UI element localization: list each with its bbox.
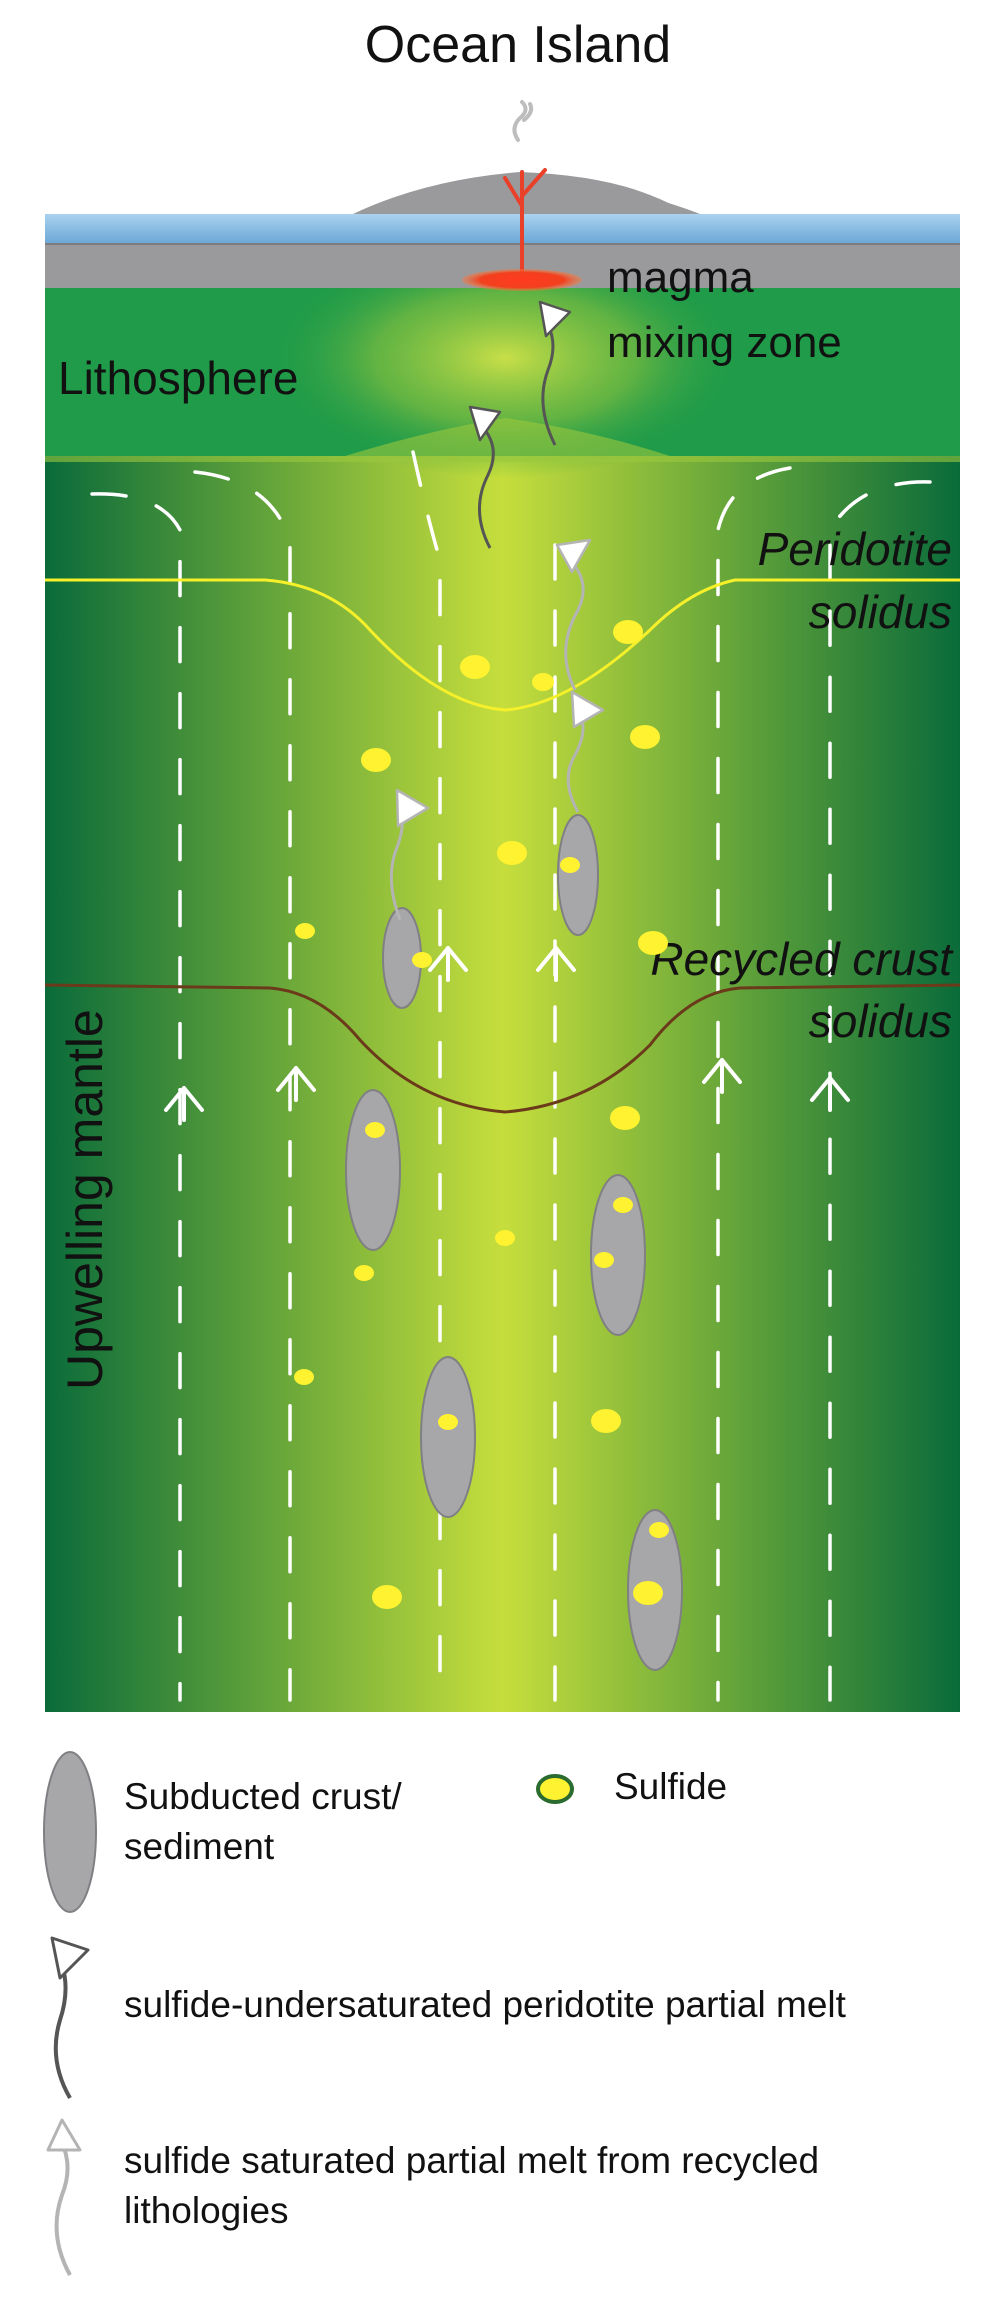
upwelling-mantle-label: Upwelling mantle: [57, 1009, 113, 1390]
sulfide-bleb: [495, 1230, 515, 1246]
flow-line-4: [828, 480, 932, 1702]
volcanic-plume-icon: [512, 100, 534, 142]
sulfide-bleb: [361, 748, 391, 772]
light-gray-wavy-arrow-icon: [564, 564, 585, 691]
flow-line-2: [193, 470, 292, 1702]
ocean-layer: [45, 214, 960, 244]
upwelling-mantle-region: [45, 450, 960, 1712]
magma-conduit: [503, 168, 547, 280]
sulfide-bleb: [610, 1106, 640, 1130]
sulfide-bleb: [560, 857, 580, 873]
lithosphere-glow: [265, 250, 745, 490]
sulfide-bleb: [613, 620, 643, 644]
recycled-crust-solidus-label-line2: solidus: [809, 995, 952, 1047]
sulfide-bleb: [294, 1369, 314, 1385]
chevron-up-icon: [810, 1076, 850, 1112]
dark-gray-wavy-arrow-icon: [538, 300, 572, 338]
legend-recycled-crust-symbol: [43, 1751, 97, 1913]
sulfide-blebs: [294, 620, 669, 1609]
recycled-crust-body: [345, 1089, 401, 1251]
sulfide-bleb: [649, 1522, 669, 1538]
peridotite-solidus-label-line2: solidus: [809, 586, 952, 638]
chevron-up-icon: [536, 946, 576, 982]
magma-mixing-zone-label-line2: mixing zone: [607, 318, 842, 367]
recycled-crust-body: [557, 814, 599, 936]
light-gray-wavy-arrow-icon: [555, 538, 592, 574]
sulfide-bleb: [594, 1252, 614, 1268]
magma-mixing-zone-label-line1: magma: [607, 253, 754, 302]
legend-saturated-line1: sulfide saturated partial melt from recy…: [124, 2140, 820, 2181]
flow-line-1: [90, 492, 182, 1702]
sulfide-bleb: [638, 931, 668, 955]
sulfide-bleb: [295, 923, 315, 939]
sulfide-bleb: [365, 1122, 385, 1138]
sulfide-bleb: [613, 1197, 633, 1213]
sulfide-bleb: [630, 725, 660, 749]
undersaturated-melt-arrows: [468, 300, 572, 549]
legend-subducted-line2: sediment: [124, 1825, 275, 1867]
diagram-title: Ocean Island: [365, 16, 671, 74]
recycled-crust-body: [420, 1356, 476, 1518]
chevron-up-icon: [702, 1058, 742, 1094]
legend-dark-gray-arrowhead-icon: [50, 1936, 90, 1980]
peridotite-solidus-line: [45, 578, 960, 712]
legend-dark-gray-wavy-arrow-icon: [53, 1964, 72, 2100]
recycled-crust-bodies: [345, 814, 683, 1671]
sulfide-bleb: [497, 841, 527, 865]
legend-undersaturated-melt-label: sulfide-undersaturated peridotite partia…: [124, 1984, 846, 2025]
lithosphere-base-bulge: [45, 418, 960, 462]
chevron-up-icon: [276, 1066, 316, 1102]
magma-chamber: [462, 269, 582, 291]
recycled-crust-body: [590, 1174, 646, 1336]
saturated-melt-arrows: [389, 538, 605, 921]
light-gray-wavy-arrow-icon: [566, 714, 585, 813]
sulfide-bleb: [591, 1409, 621, 1433]
sulfide-bleb: [438, 1414, 458, 1430]
sulfide-bleb: [372, 1585, 402, 1609]
legend-subducted-crust-label: Subducted crust/ sediment: [124, 1772, 402, 1872]
legend-saturated-melt-label: sulfide saturated partial melt from recy…: [124, 2136, 819, 2236]
legend-light-gray-wavy-arrow-icon: [54, 2147, 72, 2276]
sulfide-bleb: [460, 655, 490, 679]
lithosphere-label: Lithosphere: [58, 352, 298, 404]
light-gray-wavy-arrow-icon: [570, 690, 605, 729]
legend-saturated-line2: lithologies: [124, 2189, 289, 2231]
mantle-flow-lines: [90, 450, 932, 1702]
peridotite-solidus-label-line1: Peridotite: [758, 523, 952, 575]
sulfide-bleb: [633, 1581, 663, 1605]
sulfide-bleb: [412, 952, 432, 968]
chevron-up-icon: [164, 1086, 204, 1122]
recycled-crust-solidus-label-line1: Recycled crust: [650, 933, 954, 985]
recycled-crust-solidus-line: [44, 983, 961, 1114]
legend-sulfide-label: Sulfide: [614, 1766, 728, 1807]
legend-sulfide-symbol: [536, 1774, 574, 1804]
dark-gray-wavy-arrow-icon: [468, 405, 502, 442]
flow-line-5: [716, 466, 792, 1702]
legend-light-gray-arrowhead-icon: [46, 2118, 82, 2152]
sulfide-bleb: [532, 673, 554, 691]
legend-subducted-line1: Subducted crust/: [124, 1776, 402, 1817]
dark-gray-wavy-arrow-icon: [478, 429, 495, 549]
flow-line-3: [411, 450, 442, 1702]
chevron-up-icon: [428, 946, 468, 982]
sulfide-bleb: [354, 1265, 374, 1281]
dark-gray-wavy-arrow-icon: [541, 324, 557, 446]
flow-chevrons: [164, 946, 850, 1122]
volcano-above-water: [368, 174, 700, 214]
light-gray-wavy-arrow-icon: [395, 788, 430, 828]
